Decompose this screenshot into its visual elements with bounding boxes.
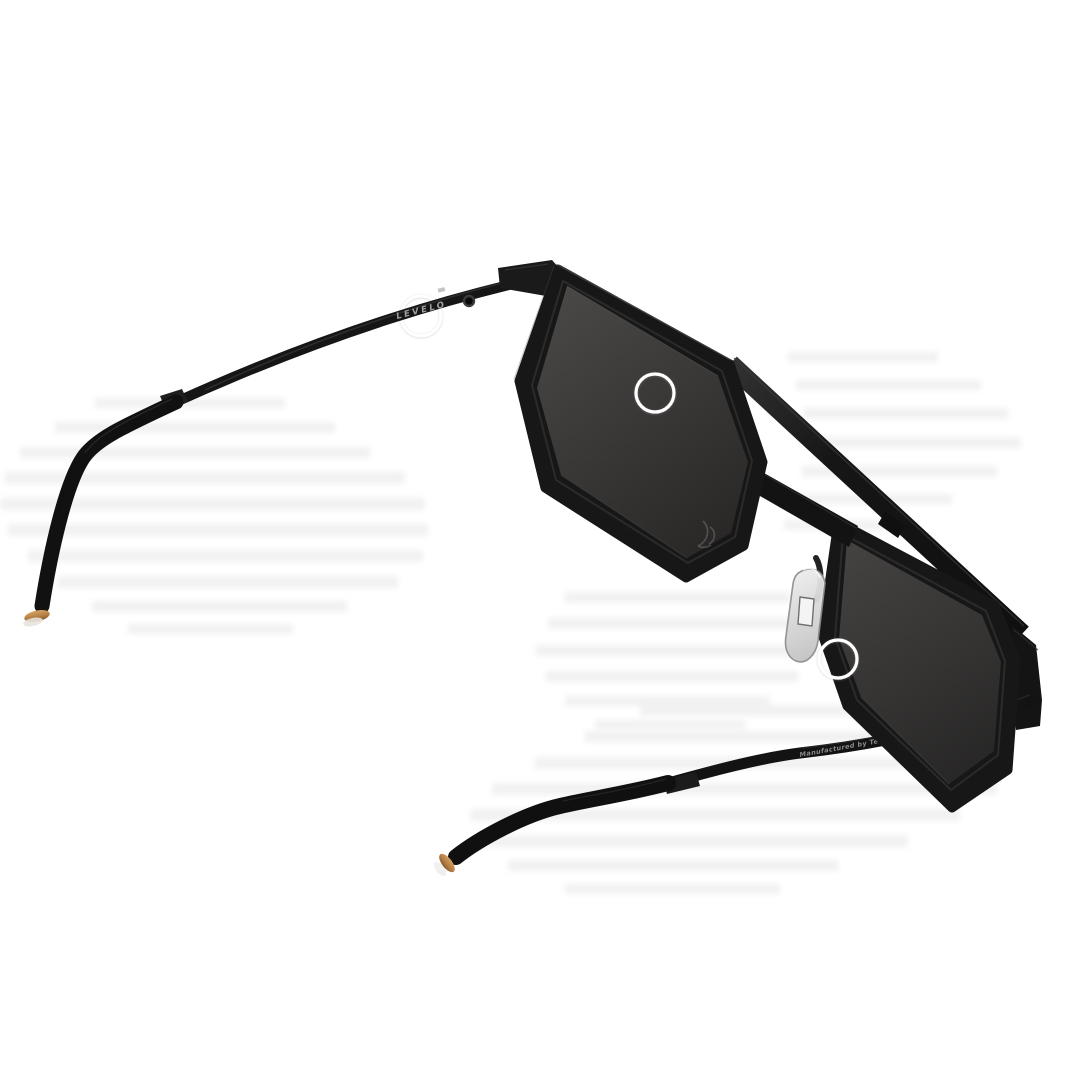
- right-tip-end-face: [433, 861, 447, 877]
- nose-pad: [784, 555, 826, 663]
- lens-logo-emblem: [697, 520, 716, 549]
- left-tip-end-face: [23, 617, 43, 627]
- nose-pad-hole: [797, 596, 815, 627]
- hinge-slot: [437, 287, 446, 293]
- right-temple-tip: [448, 775, 676, 865]
- backdrop-shadow-bands: [0, 352, 1021, 894]
- nosepad-hotspot-ring[interactable]: [817, 638, 859, 680]
- hinge-screw: [462, 294, 476, 308]
- right-lens-glass: [839, 540, 1001, 784]
- left-temple-arm: LEVELO: [23, 260, 566, 627]
- lens-hotspot-ring[interactable]: [634, 372, 676, 414]
- left-lens: [513, 263, 768, 583]
- left-temple-tip: [34, 394, 184, 614]
- right-tip-gold-ring: [439, 853, 455, 873]
- right-lens-connector: [878, 512, 905, 538]
- left-lens-glass: [537, 286, 748, 558]
- bridge-bar: [739, 464, 858, 547]
